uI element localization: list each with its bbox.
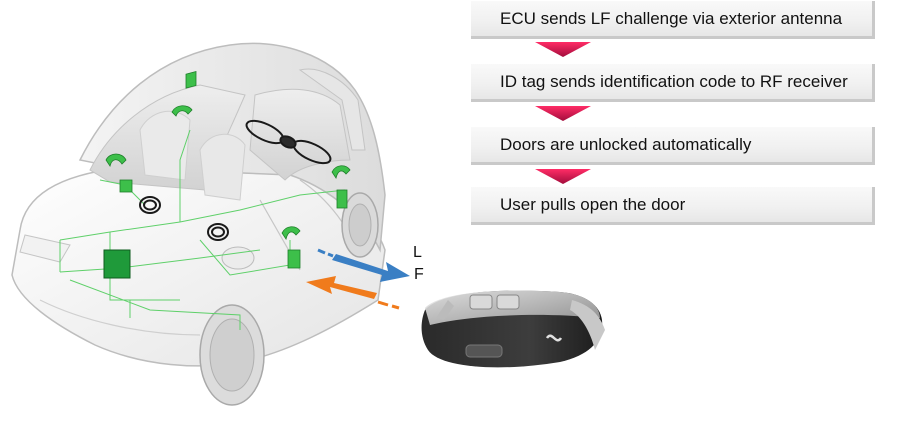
step-id-tag: ID tag sends identification code to RF r… <box>471 64 875 102</box>
lf-label-f: F <box>414 266 424 283</box>
interior-antennas <box>105 70 351 269</box>
step-text: ID tag sends identification code to RF r… <box>500 72 848 91</box>
step-text: ECU sends LF challenge via exterior ante… <box>500 9 843 28</box>
rf-signal-arrow <box>306 276 400 310</box>
step-user-opens: User pulls open the door <box>471 187 875 225</box>
coil-antennas <box>139 196 229 241</box>
step-text: Doors are unlocked automatically <box>500 135 752 154</box>
step-doors-unlocked: Doors are unlocked automatically <box>471 127 875 165</box>
car-body <box>11 42 386 406</box>
roof-antenna <box>245 119 332 165</box>
step-text: User pulls open the door <box>500 195 686 214</box>
antenna-wiring <box>59 129 346 330</box>
ecu-module <box>103 249 131 279</box>
key-fob-image <box>412 283 612 370</box>
step-ecu-challenge: ECU sends LF challenge via exterior ante… <box>471 1 875 39</box>
lf-signal-arrow <box>317 248 410 282</box>
lf-label-l: L <box>413 244 422 261</box>
